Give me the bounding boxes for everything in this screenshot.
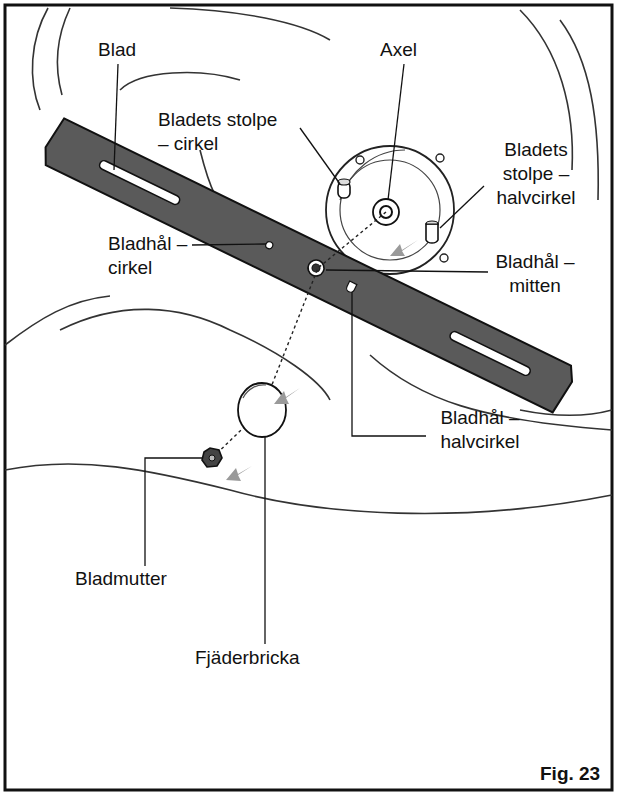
deck-line bbox=[170, 8, 330, 40]
hole-halfcircle bbox=[345, 281, 357, 293]
deck-line bbox=[5, 464, 612, 514]
direction-arrows bbox=[226, 240, 418, 481]
part-label: Bladhål – halvcirkel bbox=[430, 406, 530, 454]
blade-slot bbox=[98, 159, 181, 206]
nut-bore bbox=[209, 455, 215, 461]
post-halfcircle bbox=[426, 224, 438, 243]
hub-bolt bbox=[356, 156, 364, 164]
part-label: Bladets stolpe – halvcirkel bbox=[486, 138, 586, 210]
hole-circle bbox=[265, 241, 274, 250]
leader-line bbox=[388, 64, 404, 200]
deck-line bbox=[57, 8, 70, 95]
blade-slot bbox=[449, 330, 532, 377]
deck-contours bbox=[5, 8, 612, 514]
part-label: Bladhål – mitten bbox=[490, 250, 580, 298]
spring-washer bbox=[238, 383, 286, 437]
direction-arrow bbox=[390, 240, 418, 256]
direction-arrow bbox=[226, 466, 252, 481]
leader-line bbox=[192, 244, 266, 245]
hub-bolt bbox=[436, 154, 444, 162]
hub-bolt bbox=[440, 254, 448, 262]
post-halfcircle-top bbox=[426, 221, 438, 224]
blade-nut bbox=[202, 448, 222, 467]
deck-line bbox=[60, 309, 330, 400]
leader-line bbox=[264, 437, 265, 644]
leader-line bbox=[440, 186, 484, 228]
frame bbox=[5, 5, 612, 790]
hub-inner bbox=[340, 160, 440, 260]
hole-center-ring bbox=[305, 257, 326, 278]
leader-line bbox=[114, 64, 118, 170]
direction-arrow bbox=[274, 388, 300, 404]
leader-line bbox=[300, 128, 340, 184]
part-label: Bladets stolpe – cirkel bbox=[158, 108, 286, 156]
deck-line bbox=[32, 8, 48, 110]
part-label: Axel bbox=[380, 38, 440, 62]
leader-lines bbox=[114, 64, 488, 644]
assembly-axis bbox=[212, 212, 386, 458]
leader-line bbox=[352, 292, 426, 436]
washer-shade bbox=[243, 385, 266, 398]
figure-caption: Fig. 23 bbox=[540, 763, 600, 785]
part-label: Fjäderbricka bbox=[195, 646, 345, 670]
part-label: Blad bbox=[98, 38, 158, 62]
leader-line bbox=[326, 270, 488, 272]
deck-line bbox=[5, 296, 110, 345]
part-label: Bladmutter bbox=[75, 567, 195, 591]
deck-line bbox=[520, 410, 612, 415]
deck-line bbox=[120, 73, 240, 90]
part-label: Bladhål – cirkel bbox=[108, 232, 198, 280]
leader-line bbox=[145, 458, 202, 566]
